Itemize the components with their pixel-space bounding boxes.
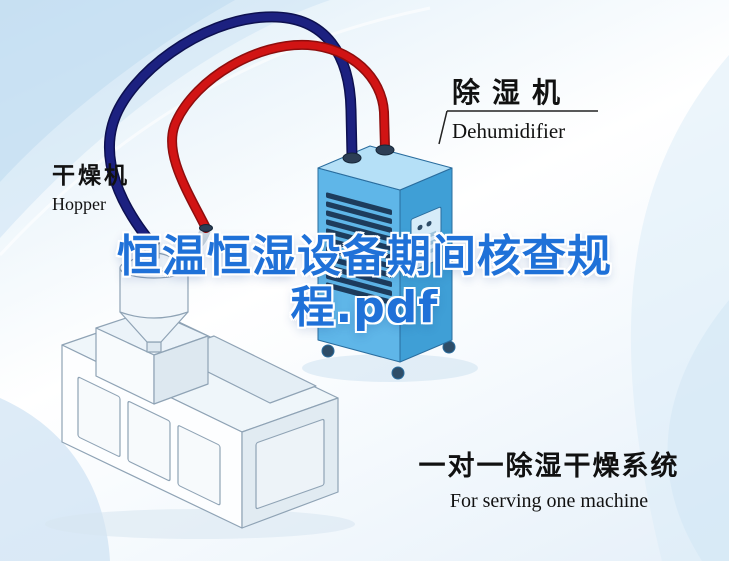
gearbox-side xyxy=(153,335,209,405)
extruder-illustration xyxy=(61,225,339,529)
watermark-filename: 恒温恒湿设备期间核查规程.pdf xyxy=(117,231,612,334)
hose-connectors xyxy=(144,144,395,247)
system-label-zh: 一对一除湿干燥系统 xyxy=(418,451,680,482)
hopper-neck xyxy=(146,341,162,353)
dehumidifier-shadow xyxy=(302,354,478,382)
elbow-hose-flange xyxy=(199,224,213,232)
vent-grille xyxy=(326,192,392,305)
extruder-shadow xyxy=(45,509,355,539)
extruder-end-panel xyxy=(255,418,325,510)
control-panel xyxy=(410,206,442,272)
dehumidifier-leader-line xyxy=(438,110,598,145)
hopper-elbow-pipe xyxy=(170,225,211,263)
system-label: 一对一除湿干燥系统 For serving one machine xyxy=(406,452,692,512)
hopper-hose-flange xyxy=(144,239,160,247)
dehumidifier-outlet-flange xyxy=(375,144,395,156)
hopper-label-en: Hopper xyxy=(52,194,106,215)
dehumidifier-illustration xyxy=(317,145,456,380)
hopper-dome xyxy=(123,252,185,273)
hopper-label-zh: 干燥机 xyxy=(52,163,130,189)
extruder-door-panel xyxy=(127,400,171,482)
hopper-label: 干燥机 Hopper xyxy=(52,163,130,215)
red-air-hose xyxy=(168,41,389,232)
system-label-en: For serving one machine xyxy=(449,489,649,512)
caster-wheel xyxy=(391,366,405,380)
extruder-door-panel xyxy=(177,425,221,506)
caster-wheel xyxy=(321,344,335,358)
dehumidifier-label-zh: 除湿机 xyxy=(452,76,573,109)
dehumidifier-label: 除湿机 Dehumidifier xyxy=(452,76,573,143)
dehumidifier-inlet-flange xyxy=(342,152,362,164)
extruder-door-panel xyxy=(77,376,121,457)
air-hoses xyxy=(104,11,390,250)
dehumidifier-label-en: Dehumidifier xyxy=(452,118,566,143)
